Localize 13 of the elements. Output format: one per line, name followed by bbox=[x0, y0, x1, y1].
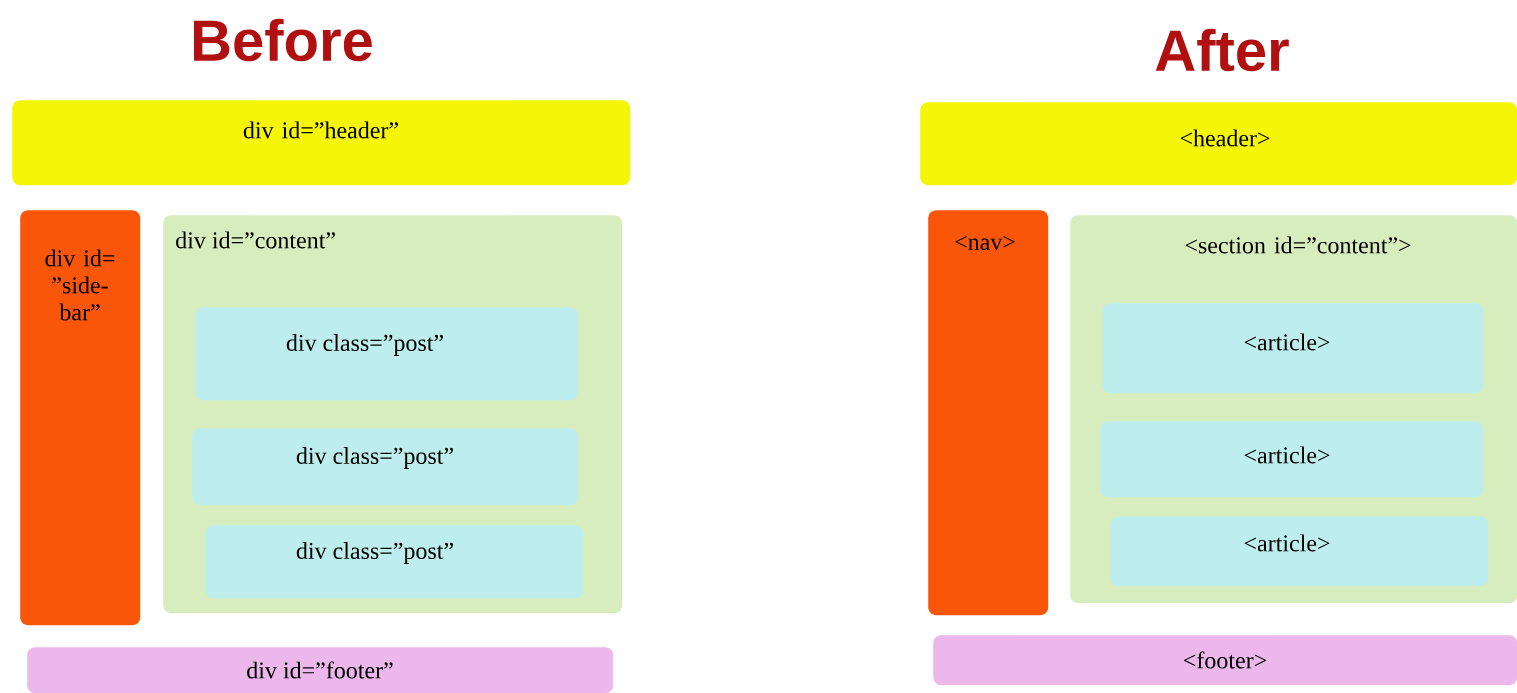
layout-box: div class=”post” bbox=[195, 307, 579, 401]
layout-box: <header> bbox=[920, 102, 1517, 186]
layout-box: div id=”footer” bbox=[27, 647, 614, 693]
layout-box: div id=”header” bbox=[12, 100, 631, 186]
layout-box: <article> bbox=[1100, 421, 1484, 498]
layout-box: <footer> bbox=[933, 635, 1517, 686]
layout-box: <nav> bbox=[928, 210, 1049, 616]
layout-box: div class=”post” bbox=[205, 525, 584, 599]
layout-box: <article> bbox=[1102, 303, 1484, 394]
layout-box: div id= ”side- bar” bbox=[20, 210, 141, 626]
layout-box: <article> bbox=[1110, 516, 1489, 587]
panel-heading: Before bbox=[194, 18, 372, 62]
layout-box: div class=”post” bbox=[192, 428, 579, 506]
